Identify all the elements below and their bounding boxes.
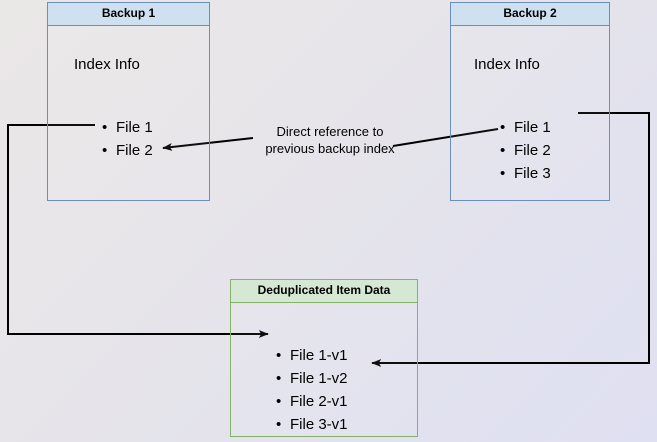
list-item: File 1-v2 [276,367,348,390]
arrow-backup2-to-backup1-index-left-segment [162,137,254,151]
backup-1-body: Index Info File 1 File 2 [48,26,209,200]
deduplicated-item-data-title: Deduplicated Item Data [231,280,417,303]
list-item: File 1 [102,116,153,139]
arrow-backup2-to-backup1-index-right-segment [392,128,499,147]
deduplicated-item-data-body: File 1-v1 File 1-v2 File 2-v1 File 3-v1 [231,303,417,436]
arrow-backup2-file1-to-dedup [371,112,650,367]
backup-2-title: Backup 2 [451,3,609,26]
backup-1-box[interactable]: Backup 1 Index Info File 1 File 2 [47,2,210,201]
backup-1-file-list: File 1 File 2 [102,116,153,162]
list-item: File 1-v1 [276,344,348,367]
backup-2-box[interactable]: Backup 2 Index Info File 1 File 2 File 3 [450,2,610,201]
deduplicated-file-list: File 1-v1 File 1-v2 File 2-v1 File 3-v1 [276,344,348,436]
list-item: File 3-v1 [276,413,348,436]
list-item: File 3 [500,162,551,185]
direct-reference-annotation: Direct reference to previous backup inde… [265,124,395,156]
backup-2-body: Index Info File 1 File 2 File 3 [451,26,609,200]
list-item: File 2-v1 [276,390,348,413]
backup-2-file-list: File 1 File 2 File 3 [500,116,551,185]
deduplicated-item-data-box[interactable]: Deduplicated Item Data File 1-v1 File 1-… [230,279,418,437]
list-item: File 2 [102,139,153,162]
list-item: File 2 [500,139,551,162]
arrow-backup1-file1-to-dedup [7,124,269,338]
backup-1-index-info-label: Index Info [74,56,140,73]
list-item: File 1 [500,116,551,139]
backup-2-index-info-label: Index Info [474,56,540,73]
backup-1-title: Backup 1 [48,3,209,26]
